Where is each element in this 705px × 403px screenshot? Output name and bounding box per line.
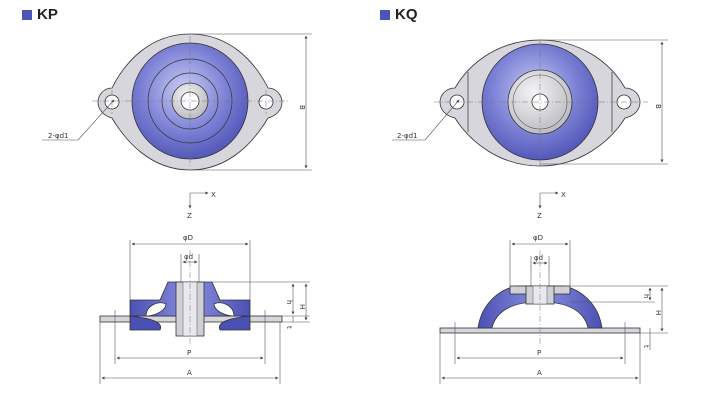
kp-title: KP (22, 6, 58, 23)
kq-axis-x: X (561, 191, 566, 199)
kp-axis: X Z (187, 191, 216, 220)
kq-dim-t: t (642, 345, 650, 348)
kq-title: KQ (380, 6, 418, 23)
kp-dim-b: B (298, 105, 306, 110)
kq-hole-leader (424, 99, 460, 141)
kq-dim-H: H (654, 310, 662, 315)
kp-title-text: KP (37, 6, 58, 23)
kq-axis-z: Z (537, 212, 542, 220)
kp-hole-leader (77, 99, 115, 141)
kp-lower-rubber-r (218, 315, 251, 331)
kp-dim-d: φd (184, 253, 193, 261)
kp-dim-t: t (285, 326, 293, 329)
kq-dim-b: B (654, 104, 662, 109)
kq-dim-d: φd (534, 254, 543, 262)
kq-dim-A: A (537, 369, 542, 377)
kp-dim-H: H (298, 304, 306, 309)
kp-lower-rubber-l (129, 315, 162, 331)
kq-title-text: KQ (395, 6, 418, 23)
kp-dim-D: φD (183, 234, 193, 242)
kq-axis: X Z (537, 191, 566, 220)
kp-axis-z: Z (187, 212, 192, 220)
kq-dim-h: h (642, 294, 650, 298)
kp-axis-x: X (211, 191, 216, 199)
kp-cutout-l (145, 302, 167, 317)
kq-square-icon (380, 9, 390, 20)
kq-side-view: φD φd h H t P A (439, 234, 668, 384)
kp-side-view: φD φd h H t P A (99, 234, 310, 384)
kp-dim-P: P (187, 349, 191, 357)
kq-hole-label: 2-φd1 (397, 132, 418, 140)
kp-cutout-r (213, 302, 235, 317)
kq-dim-D: φD (533, 234, 543, 242)
kp-square-icon (22, 9, 32, 20)
kp-top-view: 2-φd1 B (42, 33, 312, 171)
kq-dim-P: P (537, 349, 541, 357)
kp-dim-h: h (285, 300, 293, 304)
kp-hole-label: 2-φd1 (48, 132, 69, 140)
kq-top-view: 2-φd1 B (392, 39, 668, 167)
kp-dim-A: A (187, 369, 192, 377)
